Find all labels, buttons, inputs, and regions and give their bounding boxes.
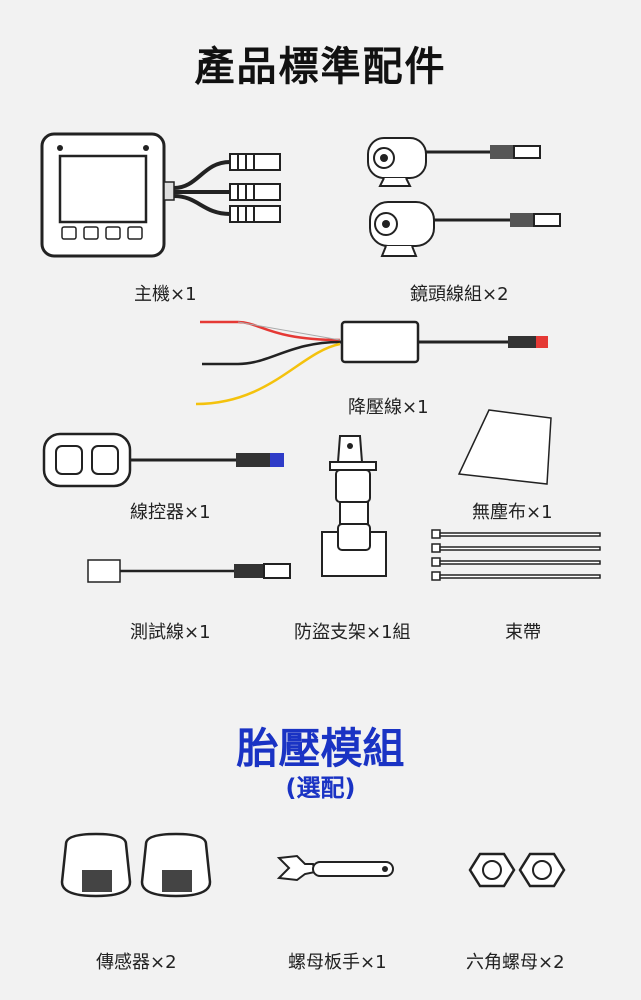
page-title: 產品標準配件 — [194, 44, 447, 90]
item-label-test-cable: 測試線×1 — [130, 622, 211, 643]
item-label-wrench: 螺母板手×1 — [288, 952, 387, 973]
item-label-remote-controller: 線控器×1 — [130, 502, 211, 523]
hex-nuts-illustration — [468, 852, 566, 888]
main-unit-illustration — [40, 132, 281, 258]
optional-section-title: 胎壓模組 — [236, 724, 405, 773]
optional-section-note: (選配) — [285, 774, 356, 802]
mount-bracket-illustration — [321, 435, 387, 577]
item-label-step-down-cable: 降壓線×1 — [348, 397, 429, 418]
item-label-mount-bracket: 防盜支架×1組 — [294, 622, 411, 643]
item-label-main-unit: 主機×1 — [134, 284, 197, 305]
remote-controller-illustration — [42, 432, 284, 488]
cable-ties-illustration — [431, 529, 601, 581]
item-label-sensor: 傳感器×2 — [96, 952, 177, 973]
step-down-cable-illustration — [195, 320, 548, 406]
item-label-hex-nuts: 六角螺母×2 — [466, 952, 565, 973]
cleaning-cloth-illustration — [457, 409, 552, 485]
item-label-camera-cables: 鏡頭線組×2 — [410, 284, 509, 305]
test-cable-illustration — [87, 559, 291, 583]
item-label-cleaning-cloth: 無塵布×1 — [472, 502, 553, 523]
camera-cables-illustration — [367, 137, 561, 257]
wrench-illustration — [276, 854, 394, 882]
item-label-cable-ties: 束帶 — [505, 622, 541, 643]
sensor-illustration — [60, 832, 212, 898]
